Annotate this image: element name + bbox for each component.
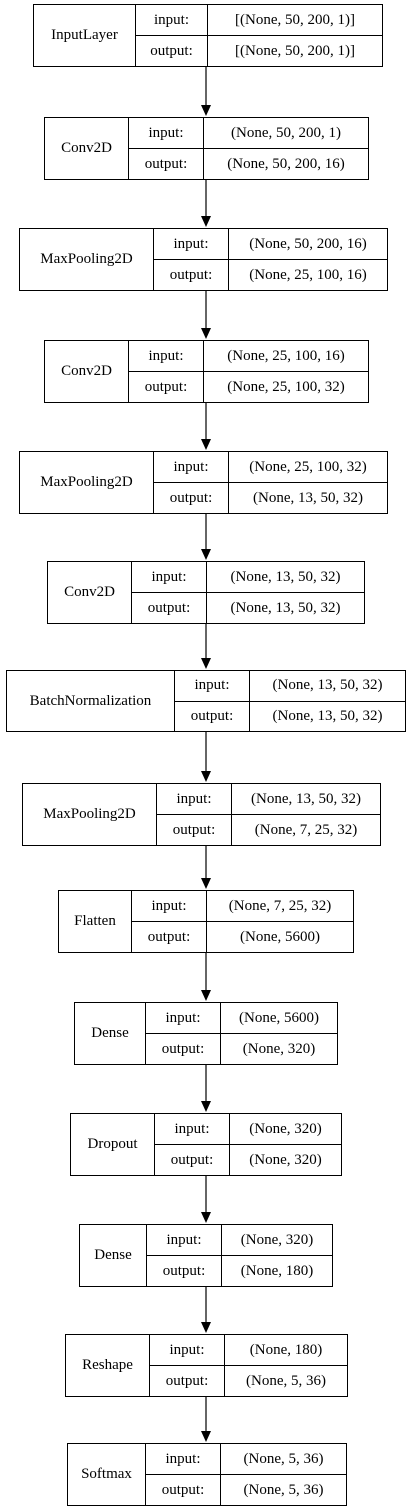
input-shape: (None, 13, 50, 32) (250, 671, 405, 702)
input-label: input: (154, 452, 228, 483)
input-shape: (None, 320) (230, 1114, 341, 1145)
input-shape: (None, 50, 200, 1) (204, 118, 368, 149)
layer-name: InputLayer (34, 5, 136, 66)
output-shape: (None, 25, 100, 16) (249, 266, 367, 283)
output-shape: (None, 5600) (240, 928, 320, 945)
layer-name: Conv2D (45, 118, 129, 179)
input-label: input: (146, 1444, 220, 1475)
arrowhead-icon (201, 990, 211, 1001)
output-label: output: (190, 707, 234, 724)
input-shape: (None, 180) (225, 1335, 347, 1366)
output-label: output: (172, 821, 216, 838)
arrowhead-icon (201, 878, 211, 889)
output-shape: [(None, 50, 200, 1)] (235, 42, 355, 59)
output-label: output: (161, 1481, 205, 1498)
input-label: input: (129, 341, 203, 372)
layer-name: Conv2D (48, 562, 132, 623)
output-label: output: (144, 378, 188, 395)
input-label: input: (175, 671, 249, 702)
input-label: input: (129, 118, 203, 149)
layer-name: Dense (80, 1225, 147, 1286)
arrowhead-icon (201, 1212, 211, 1223)
output-shape: (None, 50, 200, 16) (227, 155, 345, 172)
output-shape: (None, 5, 36) (243, 1481, 324, 1498)
output-label: output: (161, 1040, 205, 1057)
output-shape: (None, 13, 50, 32) (253, 489, 363, 506)
input-label: input: (132, 562, 206, 593)
arrowhead-icon (201, 1101, 211, 1112)
layer-name: Dense (75, 1003, 146, 1064)
input-shape: (None, 320) (222, 1225, 332, 1256)
output-shape: (None, 7, 25, 32) (254, 821, 358, 838)
output-shape: (None, 5, 36) (246, 1372, 326, 1389)
output-shape: (None, 180) (240, 1262, 314, 1279)
output-shape: (None, 320) (249, 1151, 322, 1168)
layer-name: Reshape (66, 1335, 150, 1396)
arrowhead-icon (201, 105, 211, 116)
input-label: input: (154, 229, 228, 260)
input-label: input: (147, 1225, 221, 1256)
output-label: output: (147, 599, 191, 616)
arrowhead-icon (201, 771, 211, 782)
output-label: output: (165, 1372, 209, 1389)
input-label: input: (146, 1003, 220, 1034)
output-shape: (None, 320) (242, 1040, 316, 1057)
output-shape: (None, 13, 50, 32) (272, 707, 383, 724)
output-label: output: (169, 489, 213, 506)
arrowhead-icon (201, 439, 211, 450)
layer-name: Softmax (68, 1444, 146, 1505)
input-shape: (None, 7, 25, 32) (207, 891, 353, 922)
output-label: output: (169, 266, 213, 283)
layer-name: BatchNormalization (7, 671, 175, 731)
input-shape: (None, 13, 50, 32) (232, 784, 380, 815)
output-label: output: (144, 155, 188, 172)
output-shape: (None, 25, 100, 32) (227, 378, 345, 395)
arrowhead-icon (201, 658, 211, 669)
layer-name: MaxPooling2D (20, 452, 154, 513)
arrowhead-icon (201, 328, 211, 339)
output-label: output: (162, 1262, 206, 1279)
layer-name: MaxPooling2D (23, 784, 157, 845)
layer-name: Conv2D (45, 341, 129, 402)
output-shape: (None, 13, 50, 32) (230, 599, 341, 616)
arrowhead-icon (201, 549, 211, 560)
output-label: output: (147, 928, 191, 945)
input-shape: [(None, 50, 200, 1)] (208, 5, 382, 36)
input-shape: (None, 50, 200, 16) (229, 229, 387, 260)
layer-name: Dropout (71, 1114, 155, 1175)
input-label: input: (157, 784, 231, 815)
input-shape: (None, 5600) (221, 1003, 337, 1034)
layer-name: Flatten (59, 891, 132, 952)
input-label: input: (136, 5, 207, 36)
arrowhead-icon (201, 1431, 211, 1442)
input-label: input: (150, 1335, 224, 1366)
input-label: input: (132, 891, 206, 922)
output-label: output: (170, 1151, 214, 1168)
arrowhead-icon (201, 1322, 211, 1333)
layer-name: MaxPooling2D (20, 229, 154, 290)
input-shape: (None, 5, 36) (221, 1444, 346, 1475)
input-shape: (None, 13, 50, 32) (207, 562, 364, 593)
output-label: output: (150, 42, 193, 59)
input-shape: (None, 25, 100, 16) (204, 341, 368, 372)
arrowhead-icon (201, 216, 211, 227)
input-shape: (None, 25, 100, 32) (229, 452, 387, 483)
input-label: input: (155, 1114, 229, 1145)
